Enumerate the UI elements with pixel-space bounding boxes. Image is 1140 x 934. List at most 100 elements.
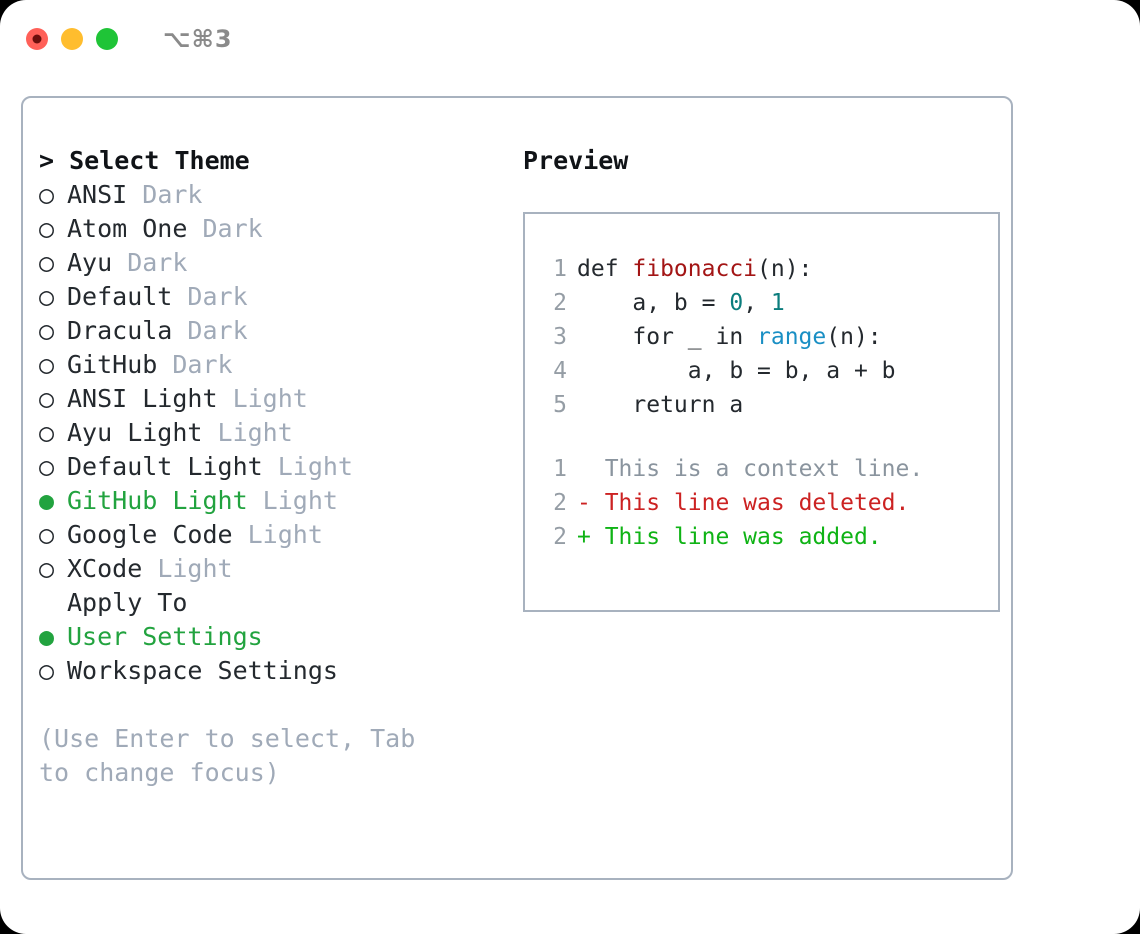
theme-variant-tag: Dark	[172, 316, 248, 345]
code-token-plain: ,	[743, 290, 771, 316]
code-token-plain: (n):	[757, 256, 813, 282]
apply-to-heading-label: Apply To	[67, 588, 188, 617]
diff-text: This line was added.	[604, 524, 882, 550]
line-number: 2	[553, 524, 567, 550]
diff-marker-deleted: -	[577, 490, 605, 516]
theme-option-label: Default Light	[67, 452, 263, 481]
theme-option-ansi[interactable]: ○ ANSI Dark	[39, 178, 499, 212]
line-number: 2	[553, 290, 567, 316]
select-theme-heading: > Select Theme	[39, 146, 250, 175]
radio-unselected-icon: ○	[39, 180, 55, 209]
radio-unselected-icon: ○	[39, 452, 55, 481]
theme-option-label: GitHub Light	[67, 486, 248, 515]
theme-variant-tag: Light	[217, 384, 308, 413]
theme-variant-tag: Dark	[157, 350, 233, 379]
radio-unselected-icon: ○	[39, 656, 55, 685]
code-line: 5 return a	[525, 388, 998, 422]
close-window-button[interactable]	[26, 28, 48, 50]
theme-variant-tag: Dark	[112, 248, 188, 277]
theme-option-list[interactable]: ○ ANSI Dark ○ Atom One Dark ○ Ayu Dark ○ Defaul…	[39, 178, 499, 586]
theme-variant-tag: Light	[202, 418, 293, 447]
theme-variant-tag: Dark	[172, 282, 248, 311]
diff-line-deleted: 2- This line was deleted.	[525, 486, 998, 520]
maximize-window-button[interactable]	[96, 28, 118, 50]
diff-sample-block: 1 This is a context line.2- This line wa…	[525, 452, 998, 554]
theme-variant-tag: Light	[262, 452, 353, 481]
code-token-plain: def	[577, 256, 633, 282]
theme-option-label: Ayu	[67, 248, 113, 277]
diff-marker-context	[577, 452, 605, 486]
theme-option-label: ANSI	[67, 180, 128, 209]
title-bar: ⌥⌘3	[0, 0, 1140, 78]
theme-option-github-light[interactable]: ● GitHub Light Light	[39, 484, 499, 518]
apply-to-option-label: Workspace Settings	[67, 656, 338, 685]
radio-unselected-icon: ○	[39, 418, 55, 447]
preview-spacer	[525, 422, 998, 452]
line-number: 1	[553, 456, 567, 482]
code-token-number: 0	[729, 290, 744, 316]
apply-to-option-list[interactable]: ● User Settings ○ Workspace Settings	[39, 620, 499, 688]
radio-unselected-icon: ○	[39, 350, 55, 379]
theme-option-label: Dracula	[67, 316, 173, 345]
code-token-plain: a, b = b, a + b	[577, 358, 896, 384]
theme-option-dracula[interactable]: ○Dracula Dark	[39, 314, 499, 348]
theme-option-xcode[interactable]: ○ XCode Light	[39, 552, 499, 586]
radio-unselected-icon: ○	[39, 248, 55, 277]
diff-line-added: 2+ This line was added.	[525, 520, 998, 554]
apply-to-heading-bullet	[39, 586, 67, 620]
code-token-plain: for _ in	[577, 324, 758, 350]
code-token-function: fibonacci	[632, 256, 758, 282]
line-number: 2	[553, 490, 567, 516]
theme-option-label: XCode	[67, 554, 143, 583]
card-body: > Select Theme ○ANSI Dark○Atom One Dark○…	[23, 98, 1011, 878]
theme-option-ayu[interactable]: ○ Ayu Dark	[39, 246, 499, 280]
theme-selector-card: > Select Theme ○ANSI Dark○Atom One Dark○…	[21, 96, 1013, 880]
code-token-number: 1	[770, 290, 785, 316]
theme-variant-tag: Light	[142, 554, 233, 583]
theme-option-label: ANSI Light	[67, 384, 218, 413]
diff-line-context: 1 This is a context line.	[525, 452, 998, 486]
line-number: 3	[553, 324, 567, 350]
theme-option-github[interactable]: ○ GitHub Dark	[39, 348, 499, 382]
theme-variant-tag: Dark	[127, 180, 203, 209]
diff-text: This is a context line.	[604, 456, 924, 482]
theme-option-default-light[interactable]: ○ Default Light Light	[39, 450, 499, 484]
keyboard-shortcut-label: ⌥⌘3	[163, 25, 233, 53]
preview-heading: Preview	[523, 146, 629, 175]
theme-option-label: Atom One	[67, 214, 188, 243]
apply-to-heading-row: Apply To	[39, 586, 499, 620]
theme-option-ansi-light[interactable]: ○ ANSI Light Light	[39, 382, 499, 416]
theme-list-pane: > Select Theme ○ANSI Dark○Atom One Dark○…	[39, 144, 499, 790]
line-number: 5	[553, 392, 567, 418]
line-number: 4	[553, 358, 567, 384]
theme-option-label: Default	[67, 282, 173, 311]
code-token-call: range	[757, 324, 827, 350]
radio-unselected-icon: ○	[39, 384, 55, 413]
apply-to-option-user-settings[interactable]: ● User Settings	[39, 620, 499, 654]
apply-to-option-label: User Settings	[67, 622, 263, 651]
radio-unselected-icon: ○	[39, 554, 55, 583]
theme-option-default[interactable]: ○ Default Dark	[39, 280, 499, 314]
theme-option-ayu-light[interactable]: ○ Ayu Light Light	[39, 416, 499, 450]
radio-unselected-icon: ○	[39, 214, 55, 243]
apply-to-option-workspace-settings[interactable]: ○ Workspace Settings	[39, 654, 499, 688]
code-line: 3 for _ in range(n):	[525, 320, 998, 354]
radio-selected-icon: ●	[39, 486, 55, 515]
minimize-window-button[interactable]	[61, 28, 83, 50]
apply-to-section: Apply To ● User Settings ○ Workspace Settin…	[39, 586, 499, 688]
theme-option-google-code[interactable]: ○Google Code Light	[39, 518, 499, 552]
code-token-plain: a, b =	[577, 290, 730, 316]
theme-option-atom-one[interactable]: ○Atom One Dark	[39, 212, 499, 246]
theme-option-label: GitHub	[67, 350, 158, 379]
theme-option-label: Ayu Light	[67, 418, 203, 447]
radio-selected-icon: ●	[39, 622, 55, 651]
theme-variant-tag: Light	[247, 486, 338, 515]
keyboard-hint-text: (Use Enter to select, Tab to change focu…	[39, 724, 416, 787]
radio-unselected-icon: ○	[39, 282, 55, 311]
diff-text: This line was deleted.	[604, 490, 910, 516]
code-token-plain: (n):	[826, 324, 882, 350]
line-number: 1	[553, 256, 567, 282]
